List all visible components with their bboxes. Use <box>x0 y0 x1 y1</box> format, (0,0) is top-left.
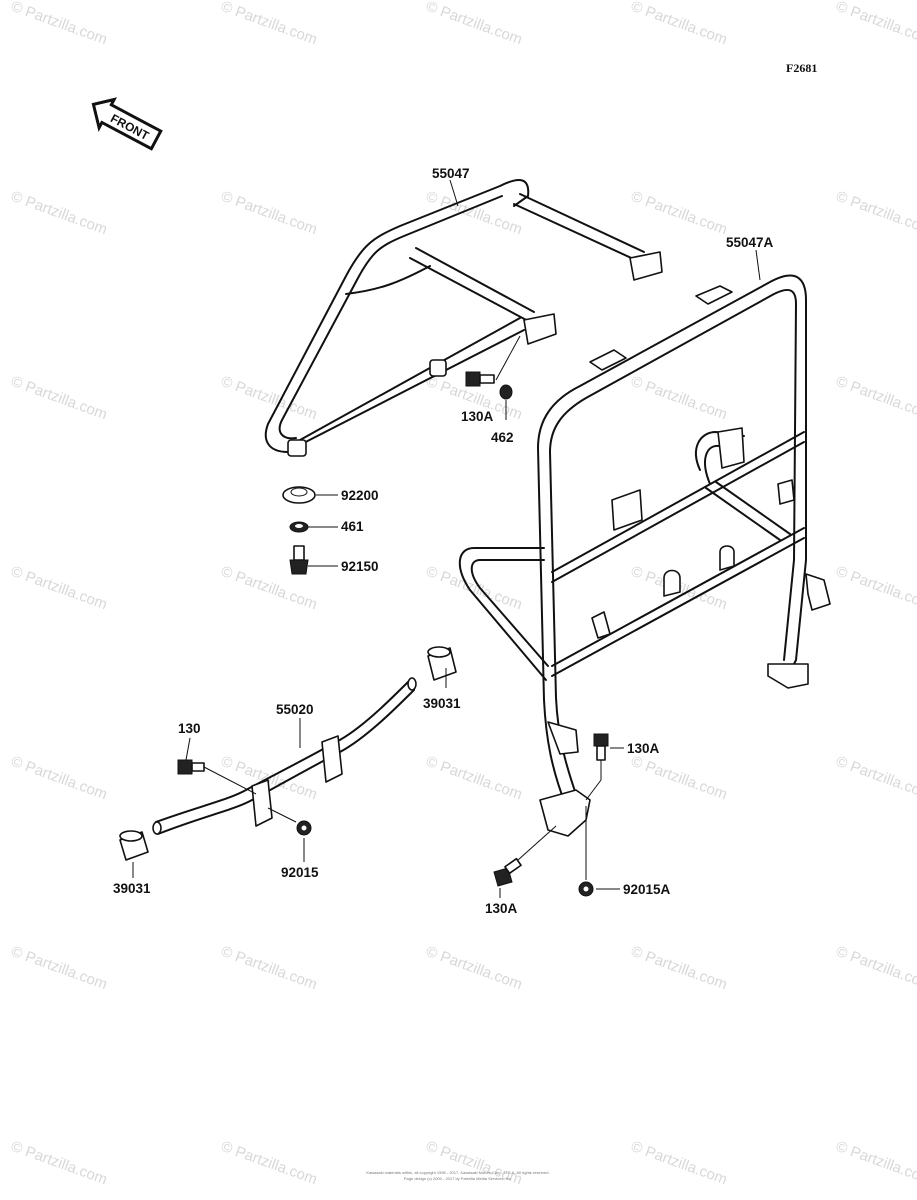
callout-55047: 55047 <box>432 166 470 181</box>
washer-461 <box>289 521 309 533</box>
leader-130A-top <box>495 335 521 381</box>
callout-39031-bottom: 39031 <box>113 881 151 896</box>
front-arrow-icon: FRONT <box>91 97 163 151</box>
watermark-text: © Partzilla.com <box>629 0 730 48</box>
watermark-text: © Partzilla.com <box>629 943 730 994</box>
callout-92015: 92015 <box>281 865 319 880</box>
callout-462: 462 <box>491 430 514 445</box>
watermark-text: © Partzilla.com <box>834 943 917 994</box>
callout-92150: 92150 <box>341 559 379 574</box>
watermark-text: © Partzilla.com <box>834 753 917 804</box>
leader-lines <box>132 179 761 898</box>
end-cap-39031-bottom <box>119 830 149 861</box>
watermark-text: © Partzilla.com <box>834 188 917 239</box>
cage-frame-55047A <box>459 274 831 837</box>
watermark-text: © Partzilla.com <box>424 753 525 804</box>
leader-130 <box>203 766 257 795</box>
nut-462 <box>499 384 513 400</box>
watermark-text: © Partzilla.com <box>629 373 730 424</box>
nut-92015 <box>296 820 312 836</box>
watermark-text: © Partzilla.com <box>834 563 917 614</box>
nut-92015A <box>578 881 594 897</box>
leader-130A-bottom <box>517 825 557 861</box>
watermark-text: © Partzilla.com <box>9 1138 110 1189</box>
callout-55047A: 55047A <box>726 235 774 250</box>
callout-39031-top: 39031 <box>423 696 461 711</box>
watermark-text: © Partzilla.com <box>9 753 110 804</box>
figure-code: F2681 <box>786 61 817 75</box>
callout-130A-bottom: 130A <box>485 901 518 916</box>
watermark-text: © Partzilla.com <box>834 0 917 48</box>
callout-92200: 92200 <box>341 488 379 503</box>
callout-130A-top: 130A <box>461 409 494 424</box>
callout-92015A: 92015A <box>623 882 671 897</box>
leader-130A-right <box>585 760 602 801</box>
bolt-130A-bottom <box>493 857 522 887</box>
end-cap-39031-top <box>427 646 457 681</box>
watermark-text: © Partzilla.com <box>834 1138 917 1189</box>
watermark-text: © Partzilla.com <box>219 943 320 994</box>
copyright-line-1: Kawasaki materials within, all copyright… <box>366 1170 549 1175</box>
watermark-text: © Partzilla.com <box>424 0 525 48</box>
tube-bar-55020 <box>152 677 417 835</box>
callout-130A-right: 130A <box>627 741 660 756</box>
watermark-text: © Partzilla.com <box>629 753 730 804</box>
watermark-text: © Partzilla.com <box>9 373 110 424</box>
bolt-130 <box>177 759 205 775</box>
watermark-text: © Partzilla.com <box>219 188 320 239</box>
callout-461: 461 <box>341 519 364 534</box>
watermark-text: © Partzilla.com <box>9 943 110 994</box>
copyright-line-2: Page design (c) 2000 - 2017 by Partzilla… <box>404 1176 512 1181</box>
watermark-text: © Partzilla.com <box>9 563 110 614</box>
callout-130: 130 <box>178 721 201 736</box>
rack-frame-55047 <box>264 179 663 457</box>
watermark-text: © Partzilla.com <box>219 0 320 48</box>
watermark-text: © Partzilla.com <box>219 1138 320 1189</box>
watermark-text: © Partzilla.com <box>629 1138 730 1189</box>
bolt-130A-top <box>465 371 495 387</box>
leader-92015-tie <box>267 807 297 823</box>
watermark-text: © Partzilla.com <box>424 943 525 994</box>
watermark-text: © Partzilla.com <box>834 373 917 424</box>
bolt-92150 <box>289 545 309 575</box>
watermark-text: © Partzilla.com <box>424 563 525 614</box>
watermark-text: © Partzilla.com <box>629 188 730 239</box>
rubber-mount-92200 <box>282 486 316 504</box>
watermark-text: © Partzilla.com <box>9 188 110 239</box>
bolt-130A-right <box>593 733 609 761</box>
callout-55020: 55020 <box>276 702 314 717</box>
watermark-text: © Partzilla.com <box>9 0 110 48</box>
